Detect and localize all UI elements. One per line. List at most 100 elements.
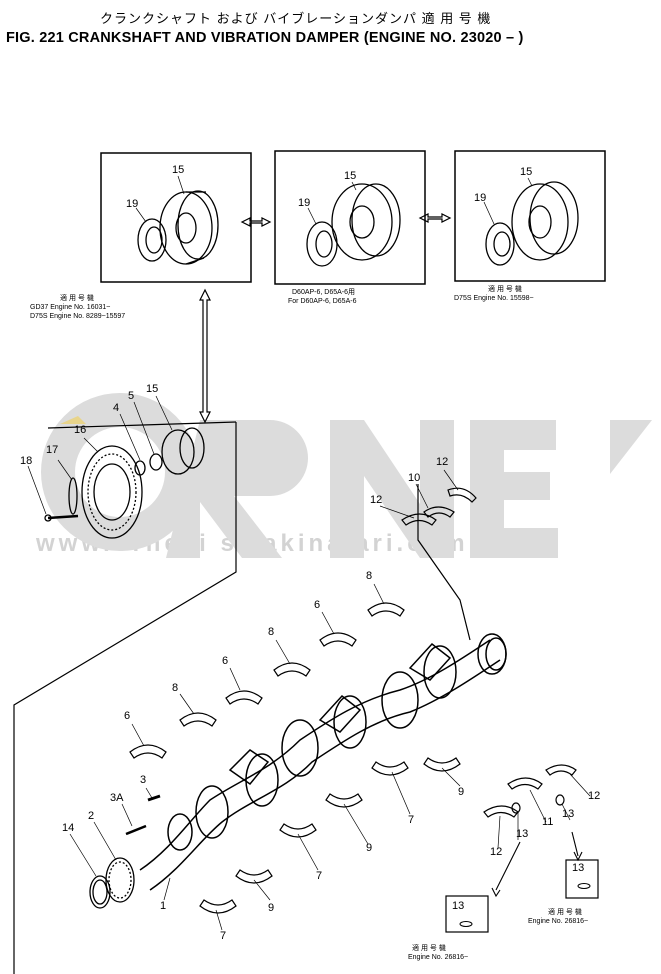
callout-13: 13 [562,808,575,820]
damper-spacer-19 [137,218,167,262]
variant-box-2 [274,150,426,285]
thrust-washer-12 [447,487,477,503]
pin-13 [555,794,565,806]
damper-spacer-19c [485,222,515,266]
note-box1-line1: 適 用 号 機 [60,295,94,302]
callout-10: 10 [408,472,421,484]
callout-17: 17 [46,444,59,456]
callout-16: 16 [74,424,87,436]
lower-bearing-9 [423,757,461,772]
spacer-17 [68,477,78,515]
vibration-damper-15b [331,183,393,261]
vibration-damper-15c [511,183,569,261]
note-box3-line2: D75S Engine No. 15598~ [454,295,534,302]
key-3a [125,824,147,836]
ring-14 [89,875,111,909]
alt-box-13-right [565,859,599,899]
interchange-arrow-1 [240,217,272,227]
callout-1: 1 [160,900,167,912]
thrust-washer-12 [401,513,437,526]
upper-bearing-8 [179,712,217,727]
callout-7: 7 [220,930,227,942]
damper-15 [161,429,195,475]
upper-bearing-8 [273,662,311,677]
interchange-arrow-2 [418,213,452,223]
note-bottom-right-line1: 適 用 号 機 [548,909,582,916]
callout-11: 11 [542,816,554,828]
callout-19: 19 [126,198,139,210]
bearing-10 [423,506,455,518]
pin-3 [147,794,161,802]
thrust-washer-12 [545,764,577,776]
callout-14: 14 [62,822,75,834]
note-bottom-center-line2: Engine No. 26816~ [408,954,469,961]
note-bottom-center-line1: 適 用 号 機 [412,945,446,952]
variant-box-1 [100,152,252,283]
callout-18: 18 [20,455,33,467]
note-box3-line1: 適 用 号 機 [488,286,522,293]
arrow-to-note-bottom [491,841,521,898]
bearing-11 [507,777,543,790]
lower-bearing-7 [371,761,409,776]
callout-15: 15 [344,170,357,182]
callout-5: 5 [128,390,135,402]
lower-bearing-7 [279,823,317,838]
callout-9: 9 [268,902,275,914]
callout-9: 9 [458,786,465,798]
alt-box-13-bottom [445,895,489,933]
callout-12: 12 [490,846,503,858]
callout-6: 6 [314,599,321,611]
note-box2-line2: For D60AP-6, D65A-6 [288,298,357,305]
assembly-frame-left [13,422,237,974]
callout-15: 15 [172,164,185,176]
interchange-arrow-vertical [199,288,211,424]
callout-15: 15 [520,166,533,178]
note-bottom-right-line2: Engine No. 26816~ [528,918,589,925]
callout-8: 8 [366,570,373,582]
lower-bearing-9 [235,869,273,884]
callout-9: 9 [366,842,373,854]
note-box1-line3: D75S Engine No. 8289~15597 [30,313,126,320]
arrow-to-note-right [571,831,583,862]
note-box1-line2: GD37 Engine No. 16031~ [30,304,111,311]
note-box2-line1: D60AP-6, D65A-6用 [292,289,356,296]
pin-13-alt [577,883,591,889]
callout-19: 19 [298,197,311,209]
callout-19: 19 [474,192,487,204]
pin-13-alt [459,921,473,927]
callout-12: 12 [370,494,383,506]
callout-15: 15 [146,383,159,395]
callout-7: 7 [316,870,323,882]
variant-box-3 [454,150,606,282]
callout-2: 2 [88,810,95,822]
flywheel-gear-16 [81,445,143,539]
callout-12: 12 [436,456,449,468]
upper-bearing-6 [319,632,357,647]
callout-6: 6 [222,655,229,667]
washer-4 [134,460,146,476]
assembly-frame-right [417,484,471,641]
title-japanese: クランクシャフト および バイブレーションダンパ 適 用 号 機 [100,11,492,26]
upper-bearing-8 [367,602,405,617]
callout-13: 13 [572,862,585,874]
lower-bearing-7 [199,899,237,914]
page-title: FIG. 221 CRANKSHAFT AND VIBRATION DAMPER… [6,30,524,46]
callout-6: 6 [124,710,131,722]
upper-bearing-6 [129,744,167,759]
callout-7: 7 [408,814,415,826]
crankshaft-1 [139,633,507,891]
callout-4: 4 [113,402,120,414]
callout-13: 13 [516,828,529,840]
thrust-washer-12 [483,805,519,818]
plate-5 [149,453,163,471]
callout-8: 8 [172,682,179,694]
watermark-logo [41,393,652,558]
pin-13 [511,802,521,814]
upper-bearing-6 [225,690,263,705]
callout-8: 8 [268,626,275,638]
callout-3a: 3A [110,792,124,804]
lower-bearing-9 [325,793,363,808]
bolt-18 [47,514,79,520]
callout-13: 13 [452,900,465,912]
